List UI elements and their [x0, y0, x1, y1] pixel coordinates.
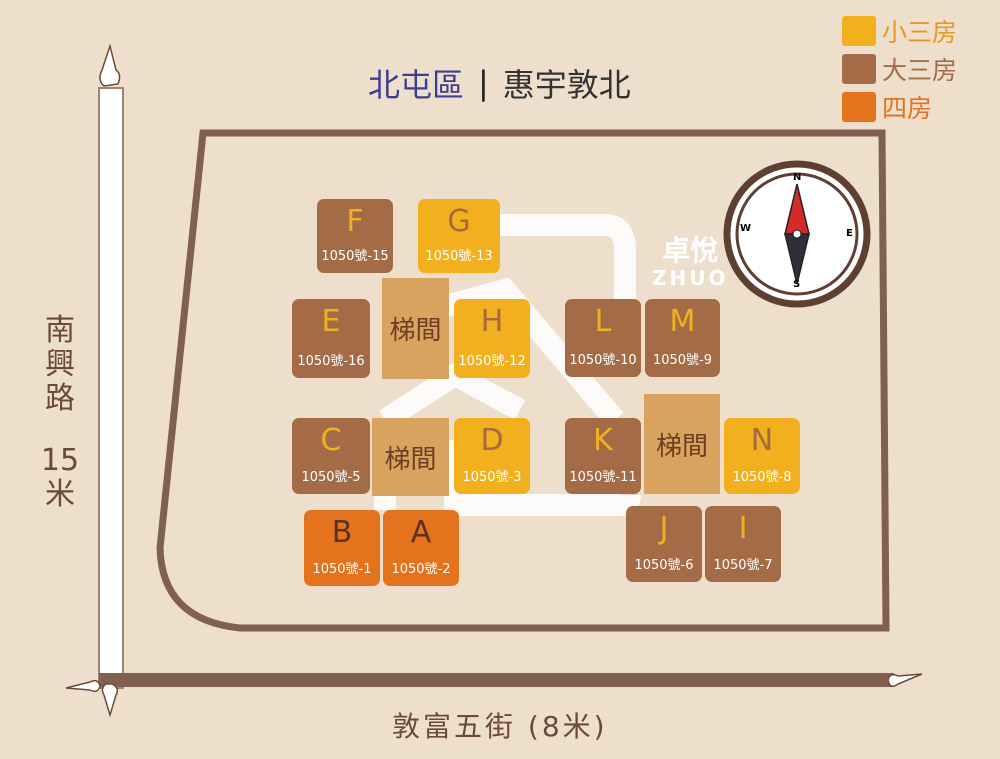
unit-address: 1050號-15 — [321, 249, 389, 264]
unit-letter: I — [738, 511, 748, 546]
neighbor-label: 卓悅 ZHUO — [652, 234, 729, 291]
unit-I[interactable]: I 1050號-7 — [705, 506, 781, 582]
stairwell: 梯間 — [382, 278, 449, 379]
unit-address: 1050號-1 — [312, 562, 372, 577]
street-label-dunfu: 敦富五街 (8米) — [392, 710, 608, 743]
neighbor-name: 卓悅 — [662, 234, 719, 267]
title-separator: | — [478, 64, 489, 102]
unit-letter: J — [659, 511, 669, 546]
project-name: 惠宇敦北 — [502, 66, 631, 104]
unit-letter: N — [750, 423, 774, 458]
unit-D[interactable]: D 1050號-3 — [454, 418, 530, 494]
unit-address: 1050號-11 — [569, 470, 637, 485]
hand-pointer-icon — [65, 43, 923, 718]
unit-letter: L — [594, 304, 612, 339]
district-name: 北屯區 — [368, 66, 465, 104]
unit-letter: C — [320, 423, 342, 458]
unit-address: 1050號-9 — [652, 353, 713, 368]
unit-address: 1050號-13 — [425, 249, 493, 264]
unit-letter: M — [669, 304, 696, 339]
street-width-unit: 米 — [45, 477, 75, 512]
nanxing-road — [98, 87, 124, 689]
unit-F[interactable]: F 1050號-15 — [317, 199, 393, 273]
unit-C[interactable]: C 1050號-5 — [292, 418, 370, 494]
page-title: 北屯區 | 惠宇敦北 — [368, 60, 631, 106]
unit-letter: D — [480, 423, 504, 458]
legend-large-three-room: 大三房 — [842, 54, 958, 85]
legend-four-room: 四房 — [842, 92, 933, 123]
unit-letter: G — [447, 204, 471, 239]
unit-letter: E — [321, 304, 341, 339]
legend-swatch — [842, 16, 876, 46]
unit-letter: F — [346, 204, 364, 239]
stairwell: 梯間 — [644, 394, 720, 494]
unit-N[interactable]: N 1050號-8 — [724, 418, 800, 494]
compass-n: N — [793, 172, 802, 183]
dunfu-road — [99, 673, 894, 687]
unit-M[interactable]: M 1050號-9 — [645, 299, 720, 377]
stairwell: 梯間 — [372, 418, 449, 496]
unit-K[interactable]: K 1050號-11 — [565, 418, 641, 494]
unit-address: 1050號-6 — [634, 558, 694, 573]
unit-address: 1050號-12 — [458, 354, 526, 369]
unit-letter: A — [410, 515, 432, 550]
unit-address: 1050號-5 — [301, 470, 361, 485]
unit-G[interactable]: G 1050號-13 — [418, 199, 500, 273]
compass-e: E — [846, 228, 853, 239]
unit-address: 1050號-10 — [569, 353, 637, 368]
unit-A[interactable]: A 1050號-2 — [383, 510, 459, 586]
compass-icon — [723, 160, 871, 308]
unit-address: 1050號-2 — [391, 562, 451, 577]
unit-address: 1050號-3 — [462, 470, 522, 485]
unit-letter: H — [480, 304, 504, 339]
legend-label: 四房 — [882, 94, 933, 123]
street-label-nanxing: 南 興 路 15 米 — [40, 314, 80, 512]
legend-label: 大三房 — [882, 56, 958, 85]
street-char: 路 — [45, 381, 75, 416]
site-boundary — [156, 129, 890, 632]
neighbor-romanized: ZHUO — [652, 266, 729, 290]
legend-swatch — [842, 92, 876, 122]
legend-label: 小三房 — [882, 18, 958, 47]
unit-B[interactable]: B 1050號-1 — [304, 510, 380, 586]
unit-letter: K — [593, 423, 613, 458]
unit-address: 1050號-8 — [732, 470, 792, 485]
unit-E[interactable]: E 1050號-16 — [292, 299, 370, 378]
compass-s: S — [793, 279, 801, 290]
street-char: 興 — [45, 347, 75, 382]
legend-swatch — [842, 54, 876, 84]
street-char: 南 — [45, 313, 75, 348]
street-width: 15 — [40, 443, 80, 478]
unit-letter: B — [331, 515, 353, 550]
unit-L[interactable]: L 1050號-10 — [565, 299, 641, 377]
unit-address: 1050號-7 — [713, 558, 773, 573]
unit-address: 1050號-16 — [297, 354, 365, 369]
unit-J[interactable]: J 1050號-6 — [626, 506, 702, 582]
unit-H[interactable]: H 1050號-12 — [454, 299, 530, 378]
compass-w: W — [740, 223, 752, 234]
legend-small-three-room: 小三房 — [842, 16, 958, 47]
